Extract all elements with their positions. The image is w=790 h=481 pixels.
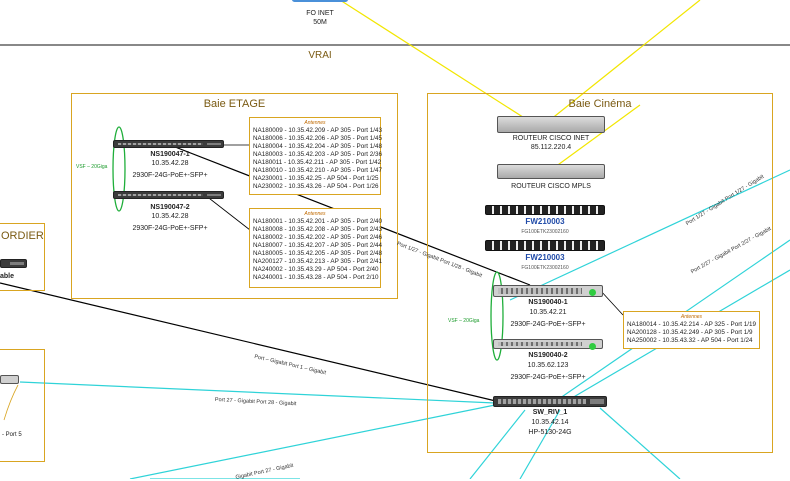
switch-ip: 10.35.42.14: [531, 419, 569, 426]
switch-ip: 10.35.42.28: [151, 213, 189, 220]
switch-name: NS190047-2: [150, 204, 190, 211]
router-name: ROUTEUR CISCO MPLS: [511, 183, 591, 190]
rack-title: Baie Cinéma: [568, 98, 632, 110]
section-label: VRAI: [308, 50, 332, 61]
firewall-serial: FG100ETK23002160: [521, 229, 569, 235]
internet-cloud: [292, 0, 348, 2]
firewall-fw210003-1[interactable]: [485, 205, 605, 215]
switch-ip: 10.35.42.28: [151, 160, 189, 167]
vsf-label-etage: VSF – 20Giga: [76, 164, 108, 170]
switch-ns190047-2[interactable]: [113, 191, 224, 199]
switch-model: HP-5130-24G: [528, 429, 572, 436]
firewall-serial: FG100ETK23002160: [521, 265, 569, 271]
vsf-label-cinema: VSF – 20Giga: [448, 318, 480, 324]
switch-left-lower[interactable]: [0, 375, 19, 384]
firewall-fw210003-2[interactable]: [485, 240, 605, 251]
uplink-bottom: [129, 404, 496, 479]
internet-speed: 50M: [313, 19, 327, 26]
uplink-down-2: [519, 409, 561, 479]
trunk-link-left: [0, 282, 501, 403]
switch-name-partial: able: [0, 273, 15, 280]
antenna-annotation-etage-1: Antennes NA180009 - 10.35.42.209 - AP 30…: [249, 117, 382, 195]
router-cisco-inet[interactable]: [497, 116, 605, 133]
uplink-right-3: [509, 169, 790, 301]
firewall-name: FW210003: [525, 253, 565, 262]
router-ip: 85.112.220.4: [530, 144, 572, 151]
wan-link-inet-2: [539, 0, 701, 129]
rack-baie-etage[interactable]: Baie ETAGE: [71, 93, 398, 299]
annotation-connector-3: [599, 289, 624, 316]
router-name: ROUTEUR CISCO INET: [512, 135, 590, 142]
uplink-left: [19, 381, 496, 404]
annotation-connector-2: [204, 194, 251, 231]
switch-ip: 10.35.42.21: [529, 309, 567, 316]
antenna-annotation-etage-2: Antennes NA180001 - 10.35.42.201 - AP 30…: [249, 208, 382, 288]
switch-ns190040-2[interactable]: [493, 339, 603, 350]
switch-left-partial[interactable]: [0, 259, 27, 268]
rack-title: Baie ETAGE: [203, 98, 266, 110]
router-cisco-mpls[interactable]: [497, 164, 605, 179]
switch-sw-riv-1[interactable]: [493, 396, 607, 407]
rack-title: ORDIER: [1, 230, 44, 242]
switch-model: 2930F-24G-PoE+-SFP+: [132, 225, 208, 232]
switch-name: NS190040-2: [528, 352, 568, 359]
rack-left-lower[interactable]: [0, 349, 45, 462]
firewall-name: FW210003: [525, 217, 565, 226]
internet-label: FO INET: [306, 10, 334, 17]
port-label-left: - Port 5: [2, 432, 22, 438]
switch-ns190047-1[interactable]: [113, 140, 224, 148]
switch-ns190040-1[interactable]: [493, 285, 603, 297]
antenna-annotation-cinema: Antennes NA180014 - 10.35.42.214 - AP 32…: [623, 311, 760, 349]
vsf-ring-etage: [112, 126, 126, 212]
switch-name: NS190047-1: [150, 151, 190, 158]
switch-model: 2930F-24G-PoE+-SFP+: [510, 321, 586, 328]
uplink-down-3: [599, 407, 681, 479]
wan-link-inet: [339, 0, 541, 129]
switch-model: 2930F-24G-PoE+-SFP+: [510, 374, 586, 381]
switch-model: 2930F-24G-PoE+-SFP+: [132, 172, 208, 179]
switch-ip: 10.35.62.123: [527, 362, 569, 369]
switch-name: SW_RIV_1: [532, 409, 568, 416]
vsf-ring-cinema: [490, 271, 504, 361]
switch-name: NS190040-1: [528, 299, 568, 306]
rack-baie-cinema[interactable]: Baie Cinéma: [427, 93, 773, 453]
uplink-down-1: [469, 409, 526, 479]
rack-ordier-partial[interactable]: ORDIER: [0, 223, 45, 291]
